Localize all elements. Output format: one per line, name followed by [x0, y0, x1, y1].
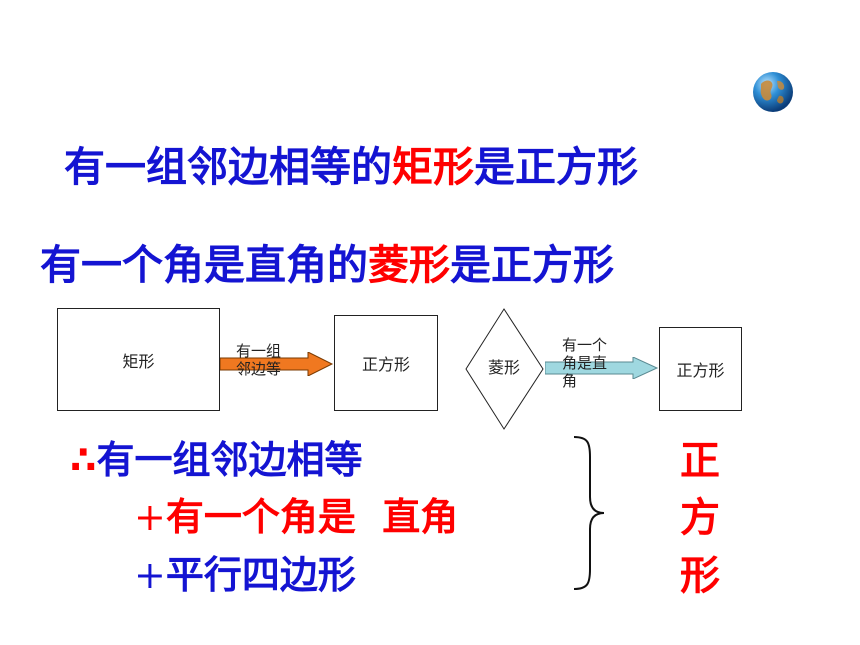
condition-parallelogram: +平行四边形: [134, 556, 356, 594]
arrow-label-adjacent-sides: 有一组 邻边等: [236, 342, 306, 378]
arrow-label-line: 有一组: [236, 342, 282, 360]
rectangle-box: 矩形: [57, 308, 220, 411]
arrow-label-line: 有一个: [562, 336, 608, 354]
right-brace: [573, 436, 605, 590]
result-char-2: 方: [680, 495, 720, 541]
plus-symbol: +: [134, 495, 166, 539]
therefore-symbol: ∴: [70, 438, 97, 482]
condition-right-angle-text: 有一个角是 直角: [165, 495, 459, 539]
square-box-2: 正方形: [659, 327, 742, 411]
statement-rhombus-post: 是正方形: [450, 241, 614, 289]
arrow-label-line: 邻边等: [236, 360, 282, 378]
arrow-label-right-angle: 有一个 角是直 角: [562, 336, 634, 390]
rhombus-label: 菱形: [487, 358, 520, 377]
globe-icon: [753, 72, 793, 112]
arrow-label-line: 角: [562, 372, 578, 390]
square-box-2-label: 正方形: [676, 361, 725, 380]
statement-rectangle-pre: 有一组邻边相等的: [64, 143, 392, 191]
square-box-1-label: 正方形: [361, 355, 410, 374]
condition-adjacent-sides: ∴有一组邻边相等: [70, 441, 362, 479]
plus-symbol: +: [134, 553, 166, 597]
condition-parallelogram-text: 平行四边形: [165, 553, 356, 597]
condition-adjacent-sides-text: 有一组邻边相等: [96, 438, 363, 482]
result-char-3: 形: [680, 553, 720, 599]
square-box-1: 正方形: [334, 315, 438, 411]
statement-rhombus-pre: 有一个角是直角的: [40, 241, 368, 289]
condition-right-angle: +有一个角是 直角: [134, 498, 458, 536]
cyan-arrow: [545, 357, 659, 379]
rectangle-box-label: 矩形: [122, 351, 155, 371]
statement-rhombus-highlight: 菱形: [368, 241, 450, 289]
arrow-label-line: 角是直: [562, 354, 608, 372]
result-char-1: 正: [680, 438, 720, 484]
statement-rhombus: 有一个角是直角的菱形是正方形: [40, 245, 614, 286]
statement-rectangle: 有一组邻边相等的矩形是正方形: [64, 147, 638, 188]
rhombus-shape: [465, 308, 544, 430]
statement-rectangle-highlight: 矩形: [392, 143, 474, 191]
orange-arrow: [220, 352, 334, 376]
statement-rectangle-post: 是正方形: [474, 143, 638, 191]
